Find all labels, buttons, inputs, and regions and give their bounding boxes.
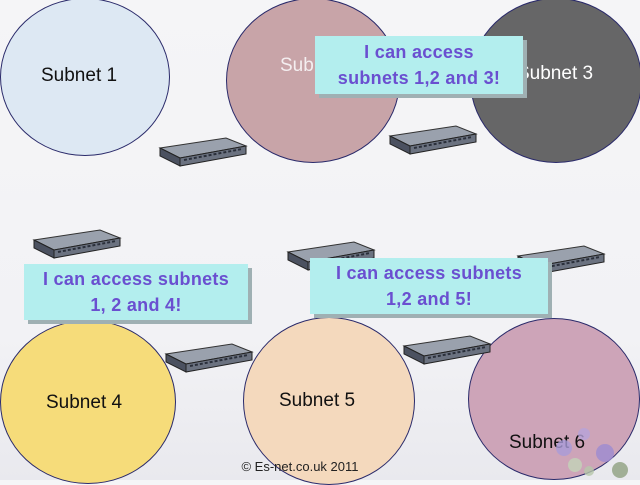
decorative-bubble	[578, 428, 590, 440]
callout-line: 1,2 and 5!	[385, 289, 473, 309]
callout-subnets-1-2-3: I can access subnets 1,2 and 3!	[315, 36, 523, 94]
router-icon	[156, 134, 248, 168]
decorative-bubble	[596, 444, 614, 462]
subnet-4-label: Subnet 4	[46, 392, 123, 413]
subnet-6-circle: Subnet 6	[468, 318, 640, 480]
router-icon	[386, 122, 478, 156]
subnet-6-label: Subnet 6	[509, 432, 586, 453]
copyright-footer: © Es-net.co.uk 2011	[0, 459, 600, 474]
decorative-bubble	[568, 458, 582, 472]
decorative-bubble	[612, 462, 628, 478]
callout-line: I can access subnets	[42, 269, 230, 289]
callout-line: 1, 2 and 4!	[90, 295, 182, 315]
router-icon	[162, 340, 254, 374]
callout-line: I can access	[364, 42, 474, 62]
callout-line: subnets 1,2 and 3!	[337, 68, 501, 88]
subnet-5-circle: Subnet 5	[243, 317, 415, 485]
callout-subnets-1-2-4: I can access subnets 1, 2 and 4!	[24, 264, 248, 320]
copyright-text: © Es-net.co.uk 2011	[241, 459, 359, 474]
router-icon	[400, 332, 492, 366]
subnet-3-label: Subnet 3	[517, 63, 594, 84]
callout-line: I can access subnets	[335, 263, 523, 283]
subnet-1-circle: Subnet 1	[0, 0, 170, 156]
subnet-4-circle: Subnet 4	[0, 320, 176, 484]
subnet-1-label: Subnet 1	[41, 65, 118, 86]
decorative-bubble	[584, 466, 594, 476]
router-icon	[30, 226, 122, 260]
callout-subnets-1-2-5: I can access subnets 1,2 and 5!	[310, 258, 548, 314]
decorative-bubble	[556, 440, 572, 456]
subnet-5-label: Subnet 5	[279, 390, 356, 411]
